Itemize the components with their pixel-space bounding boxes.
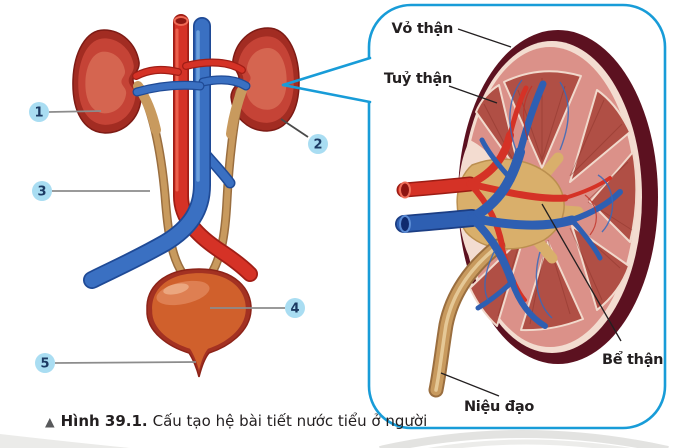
kidney-cross-section — [395, 30, 658, 398]
aorta-opening — [173, 16, 189, 26]
number-chip-3 — [32, 181, 52, 201]
renal-vein-left — [133, 82, 204, 96]
renal-veins — [132, 75, 251, 97]
number-chip-1 — [29, 102, 49, 122]
triangle-marker-icon: ▲ — [45, 414, 55, 429]
pelvis-label: Bể thận — [602, 351, 663, 368]
callout-pointer-stroke — [281, 56, 372, 104]
artery-main — [398, 178, 476, 196]
renal-vein-tree — [395, 80, 623, 329]
right-kidney — [230, 27, 300, 132]
aorta-body — [174, 15, 257, 281]
ureter-detail — [428, 238, 506, 398]
urethra-label: Niệu đạo — [464, 399, 534, 415]
caption-title: Cấu tạo hệ bài tiết nước tiểu ở người — [153, 412, 428, 430]
bladder — [146, 268, 252, 378]
renal-artery-left — [133, 67, 181, 79]
callout-pointer-lines — [281, 56, 372, 104]
caption-text: ▲ Hình 39.1. Cấu tạo hệ bài tiết nước tiểu… — [45, 412, 427, 430]
vein-branch — [475, 279, 515, 311]
vein-branch — [467, 213, 577, 230]
callout-pointer-fill — [283, 57, 372, 103]
leader-line-2 — [280, 118, 309, 138]
number-chip-5 — [35, 353, 55, 373]
left-kidney-highlight — [85, 51, 127, 114]
number-5: 5 — [40, 357, 49, 372]
pelvis-leader-line — [541, 203, 622, 342]
renal-pyramid — [475, 84, 521, 175]
urethra-leader-line — [440, 372, 500, 397]
capillary-vessels-blue — [484, 79, 614, 319]
page-curl-decoration — [0, 430, 669, 448]
aorta — [173, 14, 258, 282]
leader-line-5 — [54, 361, 197, 364]
right-kidney-highlight — [245, 48, 287, 110]
inferior-vena-cava — [83, 17, 236, 289]
vena-cava-body — [84, 18, 210, 288]
vein-opening — [399, 215, 411, 233]
renal-pyramid — [569, 89, 631, 183]
renal-pyramid — [571, 225, 630, 311]
capillary-vessels-red — [523, 85, 597, 236]
vein-branch — [569, 217, 603, 261]
page-curl-left — [0, 434, 130, 448]
artery-opening — [399, 181, 411, 199]
vein-main — [396, 210, 480, 232]
vein-branch — [468, 214, 516, 286]
leader-line-1 — [48, 110, 102, 113]
caption-figure-number: Hình 39.1. — [61, 412, 148, 430]
urinary-system-overview — [72, 14, 300, 378]
number-1: 1 — [34, 106, 43, 121]
number-2: 2 — [313, 138, 322, 153]
artery-branch — [563, 176, 612, 200]
cortex-label: Vỏ thận — [392, 21, 454, 37]
renal-arteries — [132, 58, 246, 80]
number-chip-4 — [285, 298, 305, 318]
vein-branch — [479, 137, 515, 183]
cortex-leader-line — [457, 28, 512, 48]
vein-branch — [509, 279, 548, 329]
number-4: 4 — [290, 302, 299, 317]
renal-pyramid — [520, 241, 584, 332]
vein-branch — [569, 189, 623, 223]
medulla-leader-line — [448, 85, 498, 104]
artery-branch — [467, 181, 505, 248]
renal-vein-right — [199, 76, 250, 90]
ureter-detail-highlight — [434, 244, 500, 392]
vein-branch — [516, 80, 547, 156]
vein-branch — [467, 147, 525, 223]
renal-artery-right — [183, 59, 245, 73]
medulla-label: Tuỷ thận — [384, 71, 452, 87]
detail-labels: Vỏ thận Tuỷ thận Bể thận Niệu đạo — [384, 21, 664, 415]
bladder-highlight — [163, 283, 189, 295]
artery-branch — [466, 180, 569, 202]
figure-caption: ▲ Hình 39.1. Cấu tạo hệ bài tiết nước tiểu… — [45, 412, 427, 430]
number-chip-2 — [308, 134, 328, 154]
number-labels: 1 2 3 4 5 — [29, 102, 328, 373]
left-kidney — [72, 29, 142, 134]
ureter-right-funnel — [226, 85, 247, 139]
page-arc-outer — [379, 430, 669, 448]
number-3: 3 — [37, 185, 46, 200]
